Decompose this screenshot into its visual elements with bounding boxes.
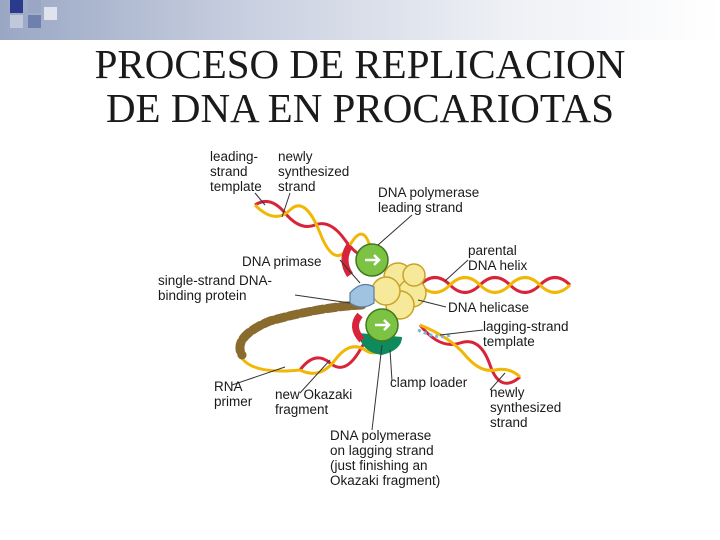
label-okazaki-fragment: new Okazaki fragment	[275, 387, 356, 417]
label-leading-template: leading- strand template	[210, 149, 262, 194]
parental-dna-helix	[418, 276, 572, 294]
label-lagging-template: lagging-strand template	[483, 319, 572, 349]
slide-title-line-2: DE DNA EN PROCARIOTAS	[105, 85, 615, 131]
ssb-coated-template-loop	[235, 300, 367, 373]
decorative-square	[10, 15, 23, 28]
label-ssb-protein: single-strand DNA- binding protein	[158, 273, 276, 303]
slide-title: PROCESO DE REPLICACION DE DNA EN PROCARI…	[0, 42, 720, 130]
label-polymerase-leading: DNA polymerase leading strand	[378, 185, 483, 215]
label-clamp-loader: clamp loader	[390, 375, 468, 390]
lagging-polymerase	[352, 308, 402, 355]
decorative-square	[28, 0, 41, 13]
dna-primase-shape	[349, 283, 375, 308]
label-newly-synthesized-bottom: newly synthesized strand	[490, 385, 565, 430]
label-newly-synthesized-top: newly synthesized strand	[278, 149, 353, 194]
leading-polymerase	[341, 243, 389, 277]
label-dna-helicase: DNA helicase	[448, 300, 529, 315]
label-dna-primase: DNA primase	[242, 254, 322, 269]
slide-title-line-1: PROCESO DE REPLICACION	[94, 41, 626, 87]
label-rna-primer: RNA primer	[214, 379, 253, 409]
label-polymerase-lagging: DNA polymerase on lagging strand (just f…	[330, 428, 440, 488]
label-parental-helix: parental DNA helix	[468, 243, 528, 273]
leading-strand-duplex	[253, 199, 374, 258]
header-gradient-bar	[0, 0, 720, 40]
replication-fork-diagram: leading- strand template newly synthesiz…	[158, 149, 572, 488]
decorative-square	[44, 7, 57, 20]
dna-helicase-complex	[371, 262, 427, 320]
label-leader-lines	[231, 192, 506, 431]
decorative-square	[10, 0, 23, 13]
decorative-square	[28, 15, 41, 28]
